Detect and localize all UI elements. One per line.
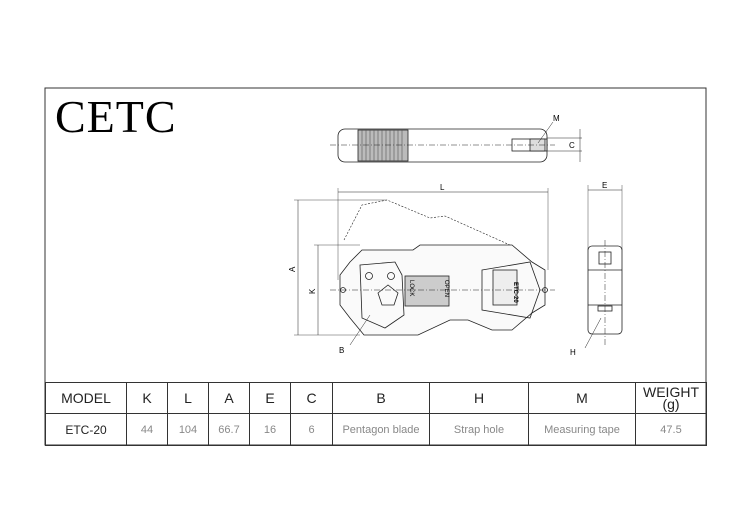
- cell-model: ETC-20: [45, 413, 127, 446]
- label-c: C: [569, 141, 575, 150]
- header-a: A: [208, 382, 250, 414]
- cell-b: Pentagon blade: [332, 413, 430, 446]
- label-a: A: [288, 266, 297, 272]
- header-model: MODEL: [45, 382, 127, 414]
- cell-k: 44: [126, 413, 168, 446]
- label-b: B: [339, 346, 344, 355]
- top-view: [330, 121, 582, 163]
- brand-title: CETC: [55, 91, 177, 142]
- cell-weight: 47.5: [635, 413, 707, 446]
- label-h: H: [570, 348, 576, 357]
- cell-e: 16: [249, 413, 291, 446]
- label-k: K: [308, 288, 317, 294]
- cell-m: Measuring tape: [528, 413, 636, 446]
- cell-l: 104: [167, 413, 209, 446]
- lock-text: LOCK: [408, 280, 414, 296]
- table-header-row: MODEL K L A E C B H M WEIGHT (g): [45, 382, 707, 414]
- table-row: ETC-20 44 104 66.7 16 6 Pentagon blade S…: [45, 413, 707, 446]
- header-b: B: [332, 382, 430, 414]
- label-l: L: [440, 183, 445, 192]
- header-l: L: [167, 382, 209, 414]
- front-view: [294, 188, 555, 346]
- label-e: E: [602, 181, 607, 190]
- label-m: M: [553, 114, 560, 123]
- open-text: OPEN: [443, 280, 449, 297]
- cell-h: Strap hole: [429, 413, 529, 446]
- header-k: K: [126, 382, 168, 414]
- header-h: H: [429, 382, 529, 414]
- header-weight: WEIGHT (g): [635, 382, 707, 414]
- spec-table: MODEL K L A E C B H M WEIGHT (g) ETC-20 …: [45, 382, 707, 446]
- cell-a: 66.7: [208, 413, 250, 446]
- header-c: C: [290, 382, 333, 414]
- header-m: M: [528, 382, 636, 414]
- model-mark: ETC-20: [512, 282, 518, 303]
- side-view: [584, 185, 623, 349]
- header-e: E: [249, 382, 291, 414]
- cell-c: 6: [290, 413, 333, 446]
